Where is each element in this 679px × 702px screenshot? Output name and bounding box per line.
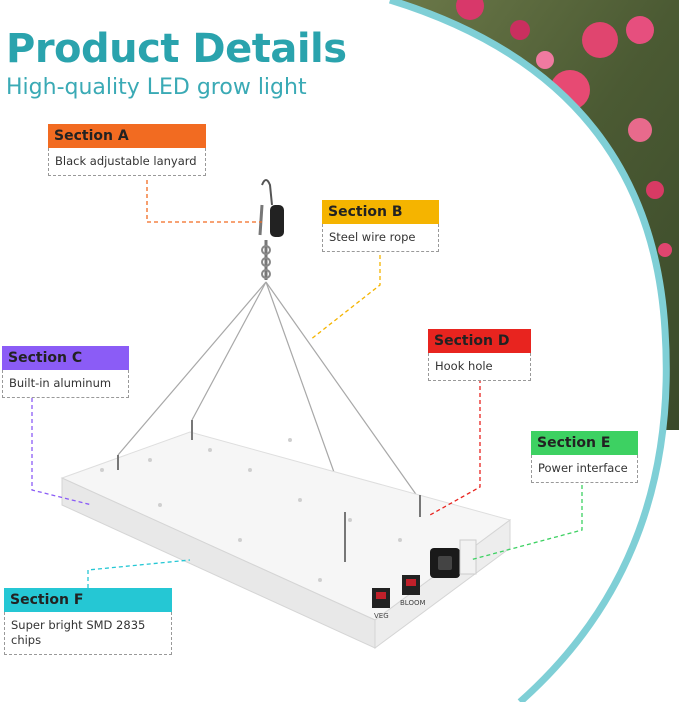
callout-section-f: Section F Super bright SMD 2835 chips [4, 588, 172, 655]
section-e-desc: Power interface [531, 455, 638, 483]
power-interface-icon [430, 539, 477, 578]
callout-section-e: Section E Power interface [531, 431, 638, 483]
leader-e [469, 478, 583, 561]
switch-veg-label: VEG [374, 612, 389, 620]
leader-c [31, 398, 93, 506]
section-d-desc: Hook hole [428, 353, 531, 381]
section-a-label: Section A [48, 124, 206, 148]
leader-d [429, 372, 481, 516]
section-e-label: Section E [531, 431, 638, 455]
leader-f [87, 559, 191, 588]
flower-blobs [456, 0, 672, 257]
leader-b [309, 255, 381, 341]
page-subtitle: High-quality LED grow light [6, 75, 307, 100]
callout-section-a: Section A Black adjustable lanyard [48, 124, 206, 176]
switch-bloom-label: BLOOM [400, 599, 426, 607]
steel-wires [117, 281, 421, 501]
page-title: Product Details [6, 26, 347, 72]
callout-section-c: Section C Built-in aluminum [2, 346, 129, 398]
section-b-label: Section B [322, 200, 439, 224]
section-f-label: Section F [4, 588, 172, 612]
section-a-desc: Black adjustable lanyard [48, 148, 206, 176]
callout-section-b: Section B Steel wire rope [322, 200, 439, 252]
section-b-desc: Steel wire rope [322, 224, 439, 252]
switch-bloom[interactable] [402, 575, 420, 595]
section-c-label: Section C [2, 346, 129, 370]
section-f-desc: Super bright SMD 2835 chips [4, 612, 172, 655]
section-d-label: Section D [428, 329, 531, 353]
light-panel: VEG BLOOM [60, 420, 512, 649]
switch-veg[interactable] [372, 588, 390, 608]
section-c-desc: Built-in aluminum [2, 370, 129, 398]
callout-section-d: Section D Hook hole [428, 329, 531, 381]
leader-a [146, 180, 262, 223]
lanyard-icon [258, 179, 284, 280]
